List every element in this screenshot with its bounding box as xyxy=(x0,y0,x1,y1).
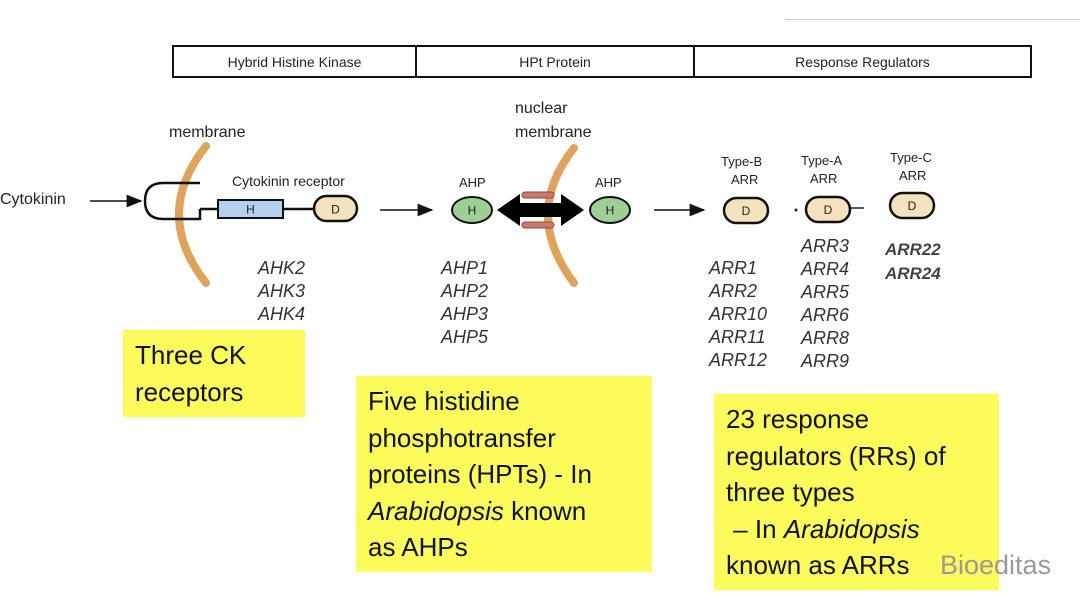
type-c-label: Type-C xyxy=(890,150,932,165)
cytokinin-label: Cytokinin xyxy=(0,191,66,208)
watermark: Bioeditas xyxy=(940,550,1052,580)
gene-item: ARR22 xyxy=(885,240,941,259)
kinase-h-label: H xyxy=(246,203,255,217)
cytokinin-receptor-label: Cytokinin receptor xyxy=(232,173,345,189)
type-b-gene-list: ARR1 ARR2 ARR10 ARR11 ARR12 xyxy=(709,257,767,372)
note-italic-text: Arabidopsis xyxy=(783,513,920,544)
gene-item: AHP5 xyxy=(441,327,489,347)
note-line: three types xyxy=(726,477,855,507)
nuclear-membrane-label-line1: nuclear xyxy=(515,100,568,117)
gene-item: AHP2 xyxy=(441,281,489,301)
header-hybrid-histine-kinase: Hybrid Histine Kinase xyxy=(172,45,417,78)
note-line: Five histidine xyxy=(368,386,520,416)
top-divider-line xyxy=(785,19,1080,20)
type-a-label: Type-A xyxy=(801,153,843,168)
ahp-gene-list: AHP1 AHP2 AHP3 AHP5 xyxy=(441,257,488,349)
gene-item: AHK3 xyxy=(258,281,306,301)
nuclear-membrane-label-line2: membrane xyxy=(515,124,592,141)
type-c-arr-label: ARR xyxy=(899,168,927,183)
type-a-d-label: D xyxy=(824,203,833,217)
gene-item: ARR3 xyxy=(801,236,850,256)
note-response-regulators: 23 response regulators (RRs) of three ty… xyxy=(714,394,999,590)
ahp-right-ellipse xyxy=(589,196,631,224)
type-a-gene-list: ARR3 ARR4 ARR5 ARR6 ARR8 ARR9 xyxy=(801,235,849,373)
nuclear-transport-arrow xyxy=(497,194,584,226)
note-line: – In Arabidopsis xyxy=(726,511,999,548)
kinase-d-label: D xyxy=(331,203,340,217)
membrane-label: membrane xyxy=(169,124,246,141)
type-a-dot xyxy=(794,208,798,212)
type-a-arr-label: ARR xyxy=(810,171,838,186)
note-text: known xyxy=(503,495,587,526)
type-a-d-domain xyxy=(804,195,852,224)
gene-item: AHK2 xyxy=(258,258,306,278)
type-b-d-label: D xyxy=(742,204,751,218)
type-b-d-domain xyxy=(722,196,770,225)
gene-item: ARR5 xyxy=(801,282,850,302)
ahp-left-h-label: H xyxy=(468,204,477,218)
note-line: Three CK xyxy=(135,340,247,370)
note-three-ck-receptors: Three CK receptors xyxy=(123,330,305,417)
gene-item: ARR4 xyxy=(801,259,850,279)
gene-item: ARR8 xyxy=(801,328,850,348)
note-line: as AHPs xyxy=(368,532,468,562)
ahk-gene-list: AHK2 AHK3 AHK4 xyxy=(258,257,305,326)
ahp-left-ellipse xyxy=(451,196,493,224)
gene-item: ARR12 xyxy=(709,350,768,370)
note-line: receptors xyxy=(135,376,244,407)
gene-item: ARR9 xyxy=(801,351,850,371)
type-c-d-label: D xyxy=(908,199,917,213)
gene-item: ARR2 xyxy=(709,281,758,301)
ahp-right-h-label: H xyxy=(606,204,615,218)
gene-item: ARR6 xyxy=(801,305,850,325)
nuclear-pore-top xyxy=(521,191,555,199)
gene-item: ARR10 xyxy=(709,304,768,324)
ahp-right-label: AHP xyxy=(595,175,622,190)
plasma-membrane-arc xyxy=(175,142,210,287)
gene-item: ARR1 xyxy=(709,258,758,278)
type-c-gene-list: ARR22 ARR24 xyxy=(885,238,941,286)
gene-item: ARR24 xyxy=(885,264,941,283)
note-hpt-proteins: Five histidine phosphotransfer proteins … xyxy=(356,376,652,572)
nuclear-pore-bottom xyxy=(521,221,555,229)
type-b-arr-label: ARR xyxy=(731,172,759,187)
kinase-d-domain xyxy=(312,194,359,223)
note-text: – In xyxy=(726,513,784,544)
receptor-hook xyxy=(143,181,202,221)
gene-item: AHP1 xyxy=(441,258,489,278)
type-b-label: Type-B xyxy=(721,154,763,169)
gene-item: AHP3 xyxy=(441,304,489,324)
gene-item: ARR11 xyxy=(709,327,766,347)
header-response-regulators: Response Regulators xyxy=(693,45,1032,78)
note-line: Arabidopsis known xyxy=(368,493,652,530)
note-line: regulators (RRs) of xyxy=(726,440,946,471)
note-line: phosphotransfer xyxy=(368,422,556,453)
note-line: 23 response xyxy=(726,404,870,434)
ahp-left-label: AHP xyxy=(459,175,486,190)
note-line: proteins (HPTs) - In xyxy=(368,459,592,489)
type-c-d-domain xyxy=(888,191,936,220)
gene-item: AHK4 xyxy=(258,304,306,324)
note-line: known as ARRs xyxy=(726,550,910,580)
note-italic-text: Arabidopsis xyxy=(368,495,504,526)
header-hpt-protein: HPt Protein xyxy=(415,45,695,78)
